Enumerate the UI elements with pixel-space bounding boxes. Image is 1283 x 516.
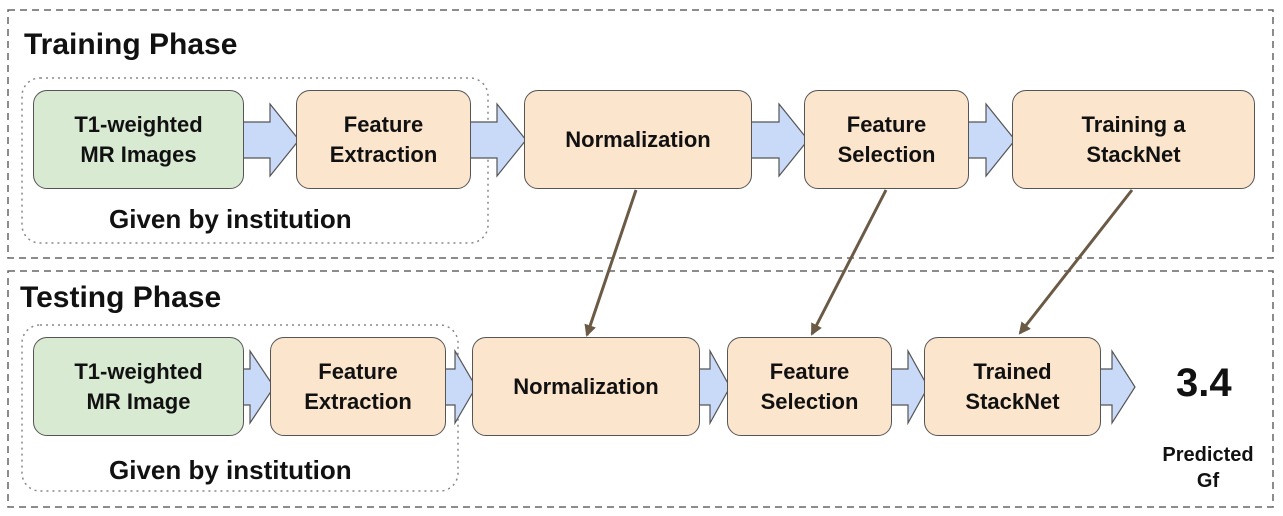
transfer-arrow-feature-selection — [810, 189, 888, 336]
box-label: Normalization — [565, 126, 711, 152]
training-input-box: T1-weighted MR Images — [33, 90, 244, 189]
box-label: T1-weighted MR Image — [74, 358, 203, 414]
testing-feature-selection-box: Feature Selection — [727, 337, 892, 436]
flow-arrow — [748, 102, 809, 178]
flow-arrow — [239, 349, 275, 425]
transfer-arrow-normalization — [584, 189, 638, 337]
training-group-caption: Given by institution — [109, 204, 352, 234]
box-label: Training a StackNet — [1081, 111, 1186, 167]
testing-input-box: T1-weighted MR Image — [33, 337, 244, 436]
flow-arrow — [239, 102, 300, 178]
predicted-gf-label: Predicted Gf — [1162, 444, 1254, 492]
box-label: Feature Extraction — [304, 358, 412, 414]
testing-feature-extraction-box: Feature Extraction — [270, 337, 446, 436]
transfer-arrow-stacknet — [1018, 189, 1134, 335]
testing-normalization-box: Normalization — [472, 337, 700, 436]
box-label: Normalization — [513, 373, 659, 399]
training-feature-extraction-box: Feature Extraction — [296, 90, 471, 189]
training-feature-selection-box: Feature Selection — [804, 90, 969, 189]
testing-phase-frame — [7, 270, 1274, 508]
training-stacknet-box: Training a StackNet — [1012, 90, 1255, 189]
flow-arrow — [1097, 348, 1136, 426]
training-normalization-box: Normalization — [524, 90, 752, 189]
predicted-value: 3.4 — [1176, 361, 1232, 405]
training-institution-group — [21, 77, 489, 244]
box-label: T1-weighted MR Images — [74, 111, 203, 167]
box-label: Feature Selection — [760, 358, 859, 414]
box-label: Feature Selection — [837, 111, 936, 167]
testing-trained-stacknet-box: Trained StackNet — [924, 337, 1101, 436]
flow-arrow — [965, 102, 1016, 178]
flow-arrow — [887, 348, 929, 426]
box-label: Feature Extraction — [329, 111, 438, 167]
training-phase-title: Training Phase — [24, 28, 238, 61]
flow-arrow — [696, 348, 731, 426]
box-label: Trained StackNet — [965, 358, 1060, 414]
flow-arrow — [467, 102, 527, 178]
testing-group-caption: Given by institution — [109, 455, 352, 485]
testing-phase-title: Testing Phase — [20, 281, 222, 314]
